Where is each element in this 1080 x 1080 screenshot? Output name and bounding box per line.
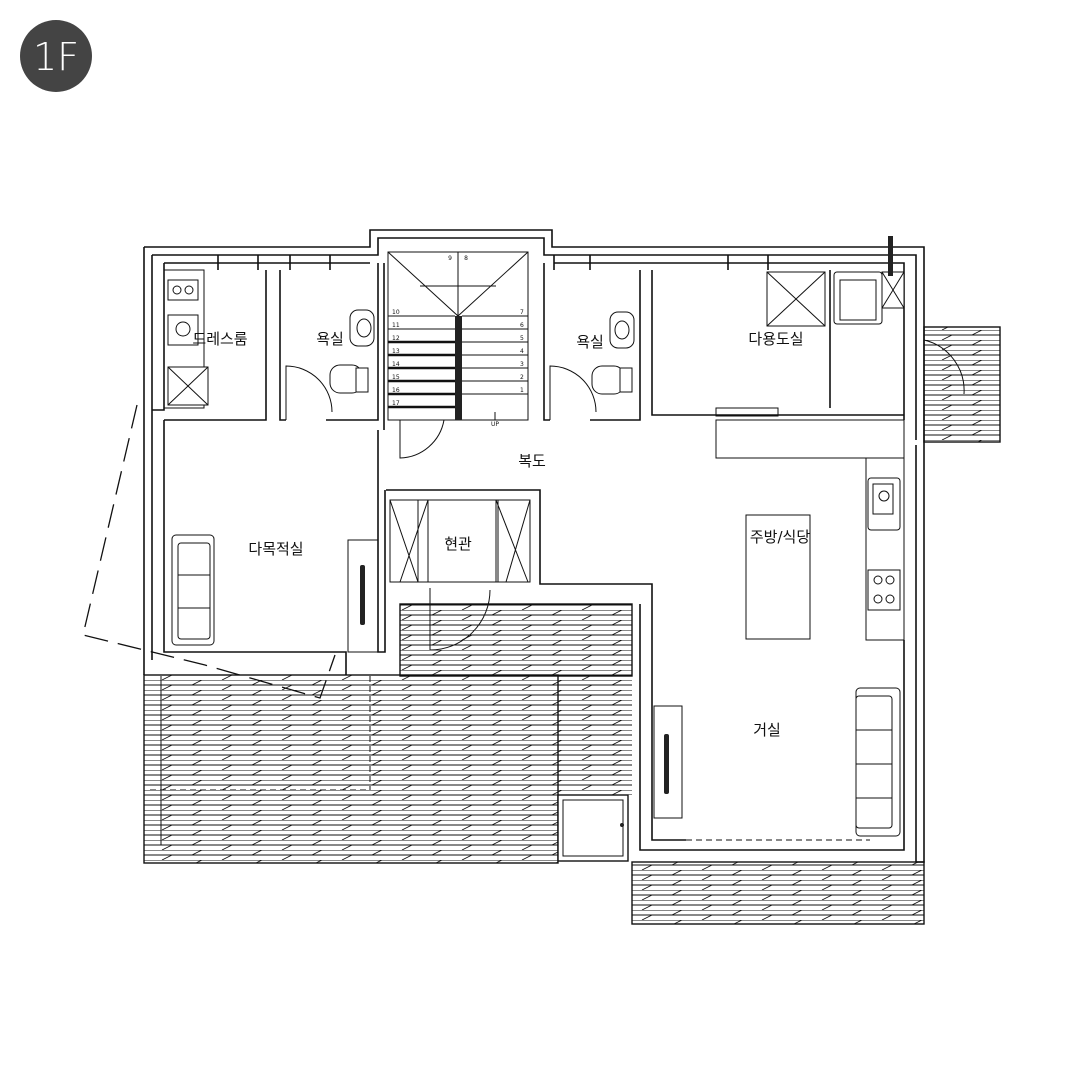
stair-step-number: 7	[520, 309, 524, 316]
label-corridor: 복도	[518, 452, 546, 470]
exterior-walls	[143, 229, 925, 863]
stair-step-number: 3	[520, 361, 524, 368]
bathroom-right: 욕실	[543, 254, 641, 421]
dress-room: 드레스룸	[163, 269, 248, 409]
outdoor-awning-outline	[82, 404, 336, 699]
stair-step-number: 14	[392, 361, 400, 368]
bathroom-left: 욕실	[279, 254, 379, 421]
entrance: 현관	[389, 489, 531, 651]
stair-up-label: UP	[491, 421, 499, 428]
multipurpose-room: 다목적실	[171, 534, 379, 653]
utility-room: 다용도실	[651, 236, 905, 417]
label-dress-room: 드레스룸	[192, 330, 247, 348]
label-living: 거실	[753, 721, 781, 739]
stair-step-number: 10	[392, 309, 400, 316]
stair-step-number: 9	[448, 255, 452, 262]
stair-step-number: 13	[392, 348, 400, 355]
stair-step-number: 15	[392, 374, 400, 381]
label-kitchen-dining: 주방/식당	[750, 528, 810, 546]
living-room: 거실	[639, 604, 905, 863]
kitchen-dining: 주방/식당	[715, 419, 905, 641]
label-multipurpose: 다목적실	[248, 540, 303, 558]
label-entrance: 현관	[444, 535, 472, 553]
stair-step-number: 5	[520, 335, 524, 342]
deck-front-center	[399, 603, 633, 795]
stair-step-number: 12	[392, 335, 400, 342]
floor-badge-label: 1F	[33, 35, 79, 79]
deck-front-left	[143, 674, 559, 864]
stair-step-number: 16	[392, 387, 400, 394]
label-bath-left: 욕실	[316, 330, 344, 348]
stair-step-number: 2	[520, 374, 524, 381]
staircase: UP 9 8 10 11 12 13 14 15 16 17 7 6 5 4 3 2 1	[387, 251, 529, 428]
label-bath-right: 욕실	[576, 333, 604, 351]
deck-right-side	[923, 326, 1001, 443]
stair-step-number: 1	[520, 387, 524, 394]
label-utility: 다용도실	[748, 330, 803, 348]
stair-step-number: 8	[464, 255, 468, 262]
stair-step-number: 17	[392, 400, 400, 407]
deck-bottom-right	[631, 861, 925, 925]
stair-step-number: 4	[520, 348, 524, 355]
stair-step-number: 6	[520, 322, 524, 329]
floor-badge: 1F	[20, 20, 92, 92]
outdoor-storage	[557, 794, 629, 862]
stair-step-number: 11	[392, 322, 400, 329]
